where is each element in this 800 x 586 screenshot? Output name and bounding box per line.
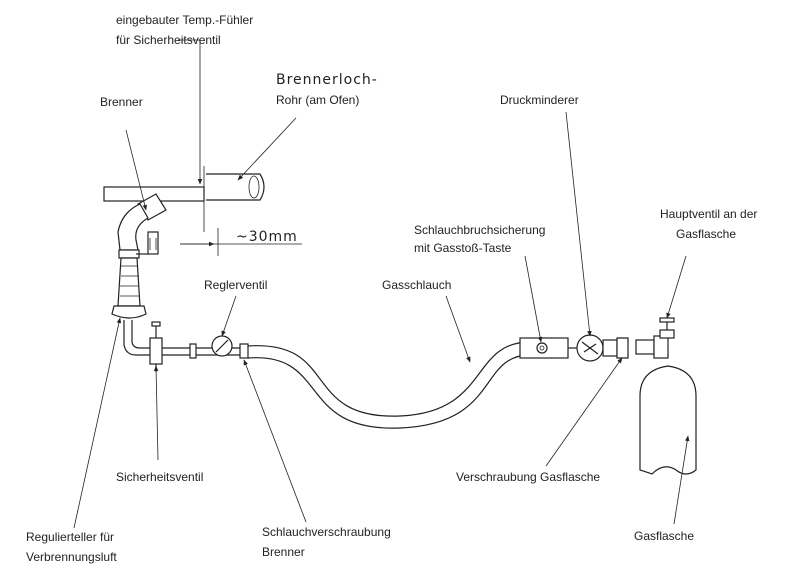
distance-dimension — [180, 228, 302, 256]
temp-sensor-label-line2: für Sicherheitsventil — [116, 33, 221, 47]
gas-pipe — [123, 320, 249, 372]
gas-cylinder-label: Gasflasche — [634, 529, 694, 543]
distance-label: ~30mm — [236, 229, 298, 245]
regulating-plate-label-line2: Verbrennungsluft — [26, 550, 117, 564]
regulator-valve-label: Reglerventil — [204, 278, 267, 292]
hose-break-protection — [519, 337, 578, 359]
safety-valve-label: Sicherheitsventil — [116, 470, 203, 484]
cylinder-fitting-label: Verschraubung Gasflasche — [456, 470, 600, 484]
labels: eingebauter Temp.-Fühler für Sicherheits… — [26, 13, 757, 564]
main-valve-label-line1: Hauptventil an der — [660, 207, 757, 221]
oven-wall — [103, 166, 265, 232]
burner-hole-label-line2: Rohr (am Ofen) — [276, 93, 359, 107]
leader-lines — [73, 39, 690, 529]
burner — [111, 193, 167, 319]
gas-hose-label: Gasschlauch — [382, 278, 451, 292]
temp-sensor-label-line1: eingebauter Temp.-Fühler — [116, 13, 253, 27]
pressure-reducer — [576, 334, 629, 362]
hose-break-label-line1: Schlauchbruchsicherung — [414, 223, 545, 237]
hose-break-label-line2: mit Gasstoß-Taste — [414, 241, 512, 255]
hose-fitting-label-line1: Schlauchverschraubung — [262, 525, 391, 539]
gas-cylinder — [635, 317, 697, 475]
burner-label: Brenner — [100, 95, 143, 109]
main-valve-label-line2: Gasflasche — [676, 227, 736, 241]
regulating-plate-label-line1: Regulierteller für — [26, 530, 114, 544]
burner-hole-label-line1: Brennerloch- — [276, 72, 378, 88]
hose-fitting-label-line2: Brenner — [262, 545, 305, 559]
pressure-reducer-label: Druckminderer — [500, 93, 579, 107]
gas-hose — [247, 341, 531, 429]
